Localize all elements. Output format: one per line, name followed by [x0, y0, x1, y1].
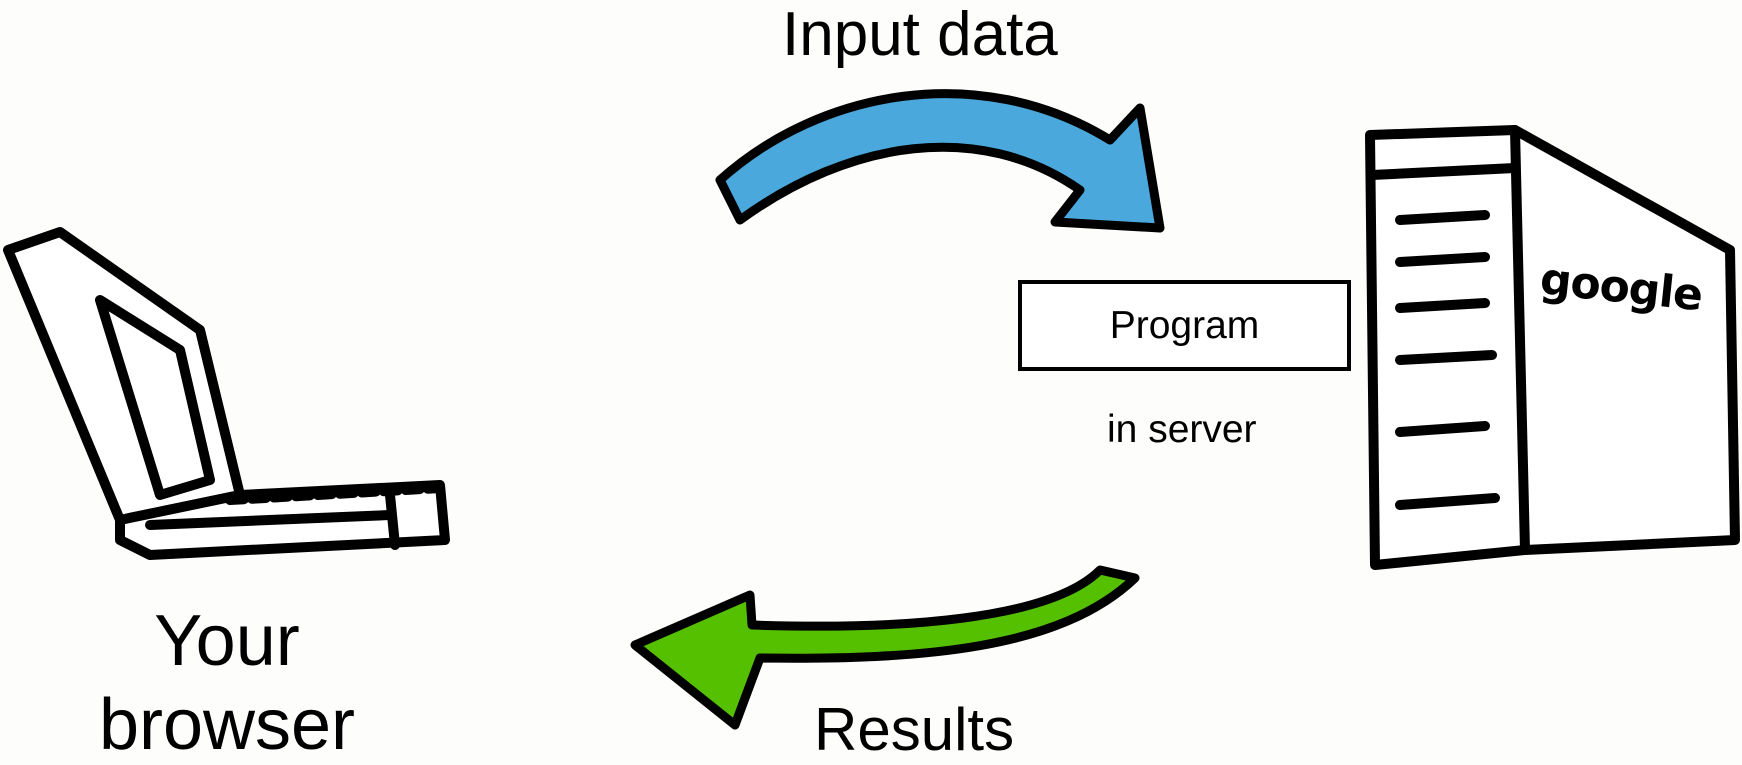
laptop-icon — [3, 227, 450, 560]
input-arrow — [715, 89, 1165, 233]
program-label: Program — [1109, 303, 1260, 347]
browser-label: Your browser — [98, 601, 356, 765]
results-arrow — [630, 565, 1140, 730]
program-box: Program — [1018, 280, 1351, 371]
server-tower-icon — [1365, 125, 1740, 570]
results-label: Results — [814, 696, 1015, 763]
input-data-label: Input data — [782, 0, 1058, 69]
in-server-label: in server — [1107, 408, 1257, 451]
